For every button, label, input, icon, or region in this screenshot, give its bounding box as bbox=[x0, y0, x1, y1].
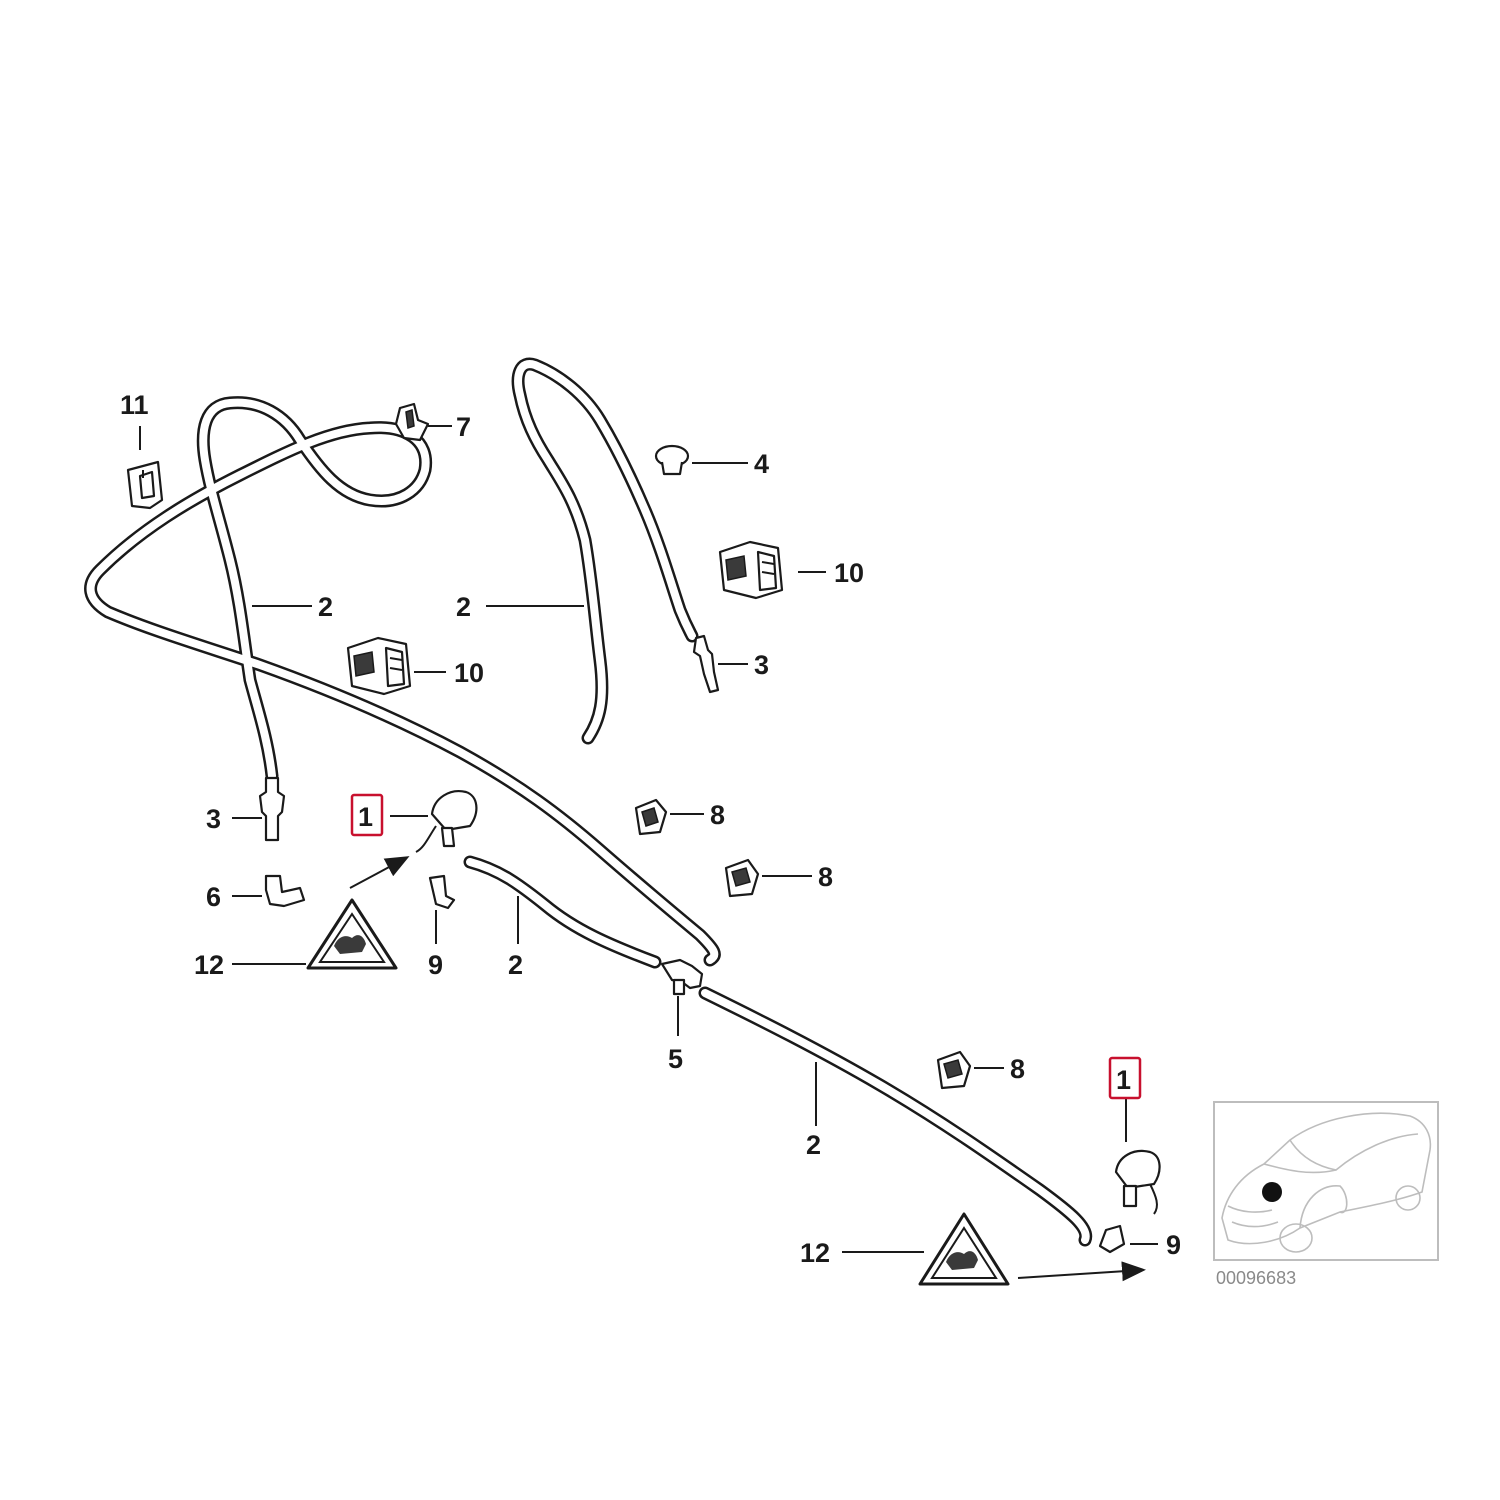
callout-3-upper: 3 bbox=[754, 650, 769, 680]
callout-8-b: 8 bbox=[818, 862, 833, 892]
callout-7: 7 bbox=[456, 412, 471, 442]
callout-12-upper: 12 bbox=[194, 950, 224, 980]
callout-1-lower: 1 bbox=[1116, 1065, 1131, 1095]
leader-lines bbox=[139, 425, 1158, 1253]
callout-2-middle: 2 bbox=[508, 950, 523, 980]
vehicle-locator-thumbnail bbox=[1213, 1101, 1439, 1261]
elbow-part-6 bbox=[264, 874, 306, 908]
callout-9-lower: 9 bbox=[1166, 1230, 1181, 1260]
highlight-box-1-upper bbox=[350, 793, 384, 837]
callout-2-center: 2 bbox=[456, 592, 471, 622]
callout-12-lower: 12 bbox=[800, 1238, 830, 1268]
callout-5: 5 bbox=[668, 1044, 683, 1074]
grommet-part-4 bbox=[654, 444, 690, 476]
callout-10-upper: 10 bbox=[834, 558, 864, 588]
holder-part-10-upper bbox=[718, 540, 784, 600]
clip-part-8-c bbox=[936, 1050, 972, 1090]
clip-part-7 bbox=[394, 402, 430, 442]
warning-label-part-12-upper bbox=[306, 898, 398, 970]
hose-loop-left bbox=[84, 396, 721, 967]
arrow-label-to-nozzle-upper bbox=[349, 856, 410, 889]
callout-2-lower: 2 bbox=[806, 1130, 821, 1160]
connector-part-3-upper bbox=[692, 634, 720, 694]
arrow-label-to-nozzle-lower bbox=[1017, 1261, 1146, 1282]
fitting-part-9-lower bbox=[1098, 1224, 1126, 1254]
highlight-box-1-lower bbox=[1108, 1056, 1142, 1100]
callout-4: 4 bbox=[754, 449, 769, 479]
hose-center-upper bbox=[511, 357, 699, 745]
t-piece-part-5 bbox=[660, 958, 704, 996]
bracket-part-11 bbox=[126, 460, 164, 510]
clip-part-8-b bbox=[724, 858, 760, 898]
callout-2-left: 2 bbox=[318, 592, 333, 622]
nozzle-part-1-lower bbox=[1114, 1149, 1161, 1215]
hose-lower-long bbox=[698, 986, 1093, 1247]
fitting-part-9-upper bbox=[428, 874, 456, 910]
callout-11: 11 bbox=[120, 390, 149, 420]
callout-6: 6 bbox=[206, 882, 221, 912]
hose-middle-short bbox=[463, 855, 662, 969]
callout-3-lower: 3 bbox=[206, 804, 221, 834]
callout-8-a: 8 bbox=[710, 800, 725, 830]
callout-8-c: 8 bbox=[1010, 1054, 1025, 1084]
nozzle-part-1-upper bbox=[415, 790, 478, 853]
callout-9-upper: 9 bbox=[428, 950, 443, 980]
callout-10-lower: 10 bbox=[454, 658, 484, 688]
location-marker-icon bbox=[1262, 1182, 1282, 1202]
callout-1-upper: 1 bbox=[358, 802, 373, 832]
warning-label-part-12-lower bbox=[918, 1212, 1010, 1286]
connector-part-3-lower bbox=[258, 776, 286, 842]
image-number: 00096683 bbox=[1216, 1268, 1296, 1288]
clip-part-8-a bbox=[634, 798, 668, 836]
holder-part-10-lower bbox=[346, 636, 412, 696]
